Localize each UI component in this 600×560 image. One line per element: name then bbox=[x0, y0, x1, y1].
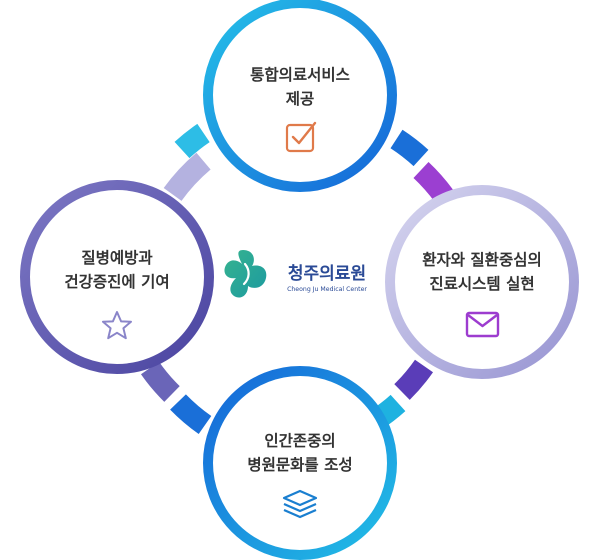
node-top-line2: 제공 bbox=[286, 90, 315, 108]
connector-top-left-b bbox=[174, 123, 210, 159]
node-bottom-ring bbox=[203, 366, 397, 560]
node-right-line1: 환자와 질환중심의 bbox=[422, 250, 541, 269]
node-left-line2: 건강증진에 기여 bbox=[64, 273, 169, 291]
connector-bottom-right bbox=[394, 359, 434, 400]
node-bottom-line1: 인간존중의 bbox=[264, 432, 335, 450]
hospital-logo: 청주의료원 Cheong Ju Medical Center bbox=[224, 250, 367, 298]
star-icon bbox=[102, 311, 132, 340]
envelope-icon bbox=[465, 311, 500, 338]
node-top-line1: 통합의료서비스 bbox=[250, 66, 350, 84]
node-bottom-line2: 병원문화를 조성 bbox=[247, 455, 352, 474]
connector-top-right-b bbox=[413, 161, 453, 203]
node-top-ring bbox=[203, 0, 397, 192]
node-right-line2: 진료시스템 실현 bbox=[429, 274, 534, 293]
logo-mark-icon bbox=[224, 250, 267, 298]
layers-icon bbox=[282, 489, 318, 519]
node-left-line1: 질병예방과 bbox=[81, 248, 153, 267]
node-left-ring bbox=[20, 180, 214, 374]
connector-top-right bbox=[390, 129, 429, 167]
connector-bottom-left bbox=[140, 361, 180, 402]
connector-bottom-left-b bbox=[170, 394, 212, 435]
node-left: 질병예방과 건강증진에 기여 bbox=[20, 180, 214, 374]
logo-subtitle: Cheong Ju Medical Center bbox=[287, 286, 367, 293]
node-top: 통합의료서비스 제공 bbox=[203, 0, 397, 192]
checkbox-icon bbox=[285, 121, 317, 153]
connector-top-left bbox=[163, 152, 211, 202]
logo-name: 청주의료원 bbox=[288, 263, 366, 284]
node-bottom: 인간존중의 병원문화를 조성 bbox=[203, 366, 397, 560]
node-right-ring bbox=[385, 185, 579, 379]
node-right: 환자와 질환중심의 진료시스템 실현 bbox=[385, 185, 579, 379]
